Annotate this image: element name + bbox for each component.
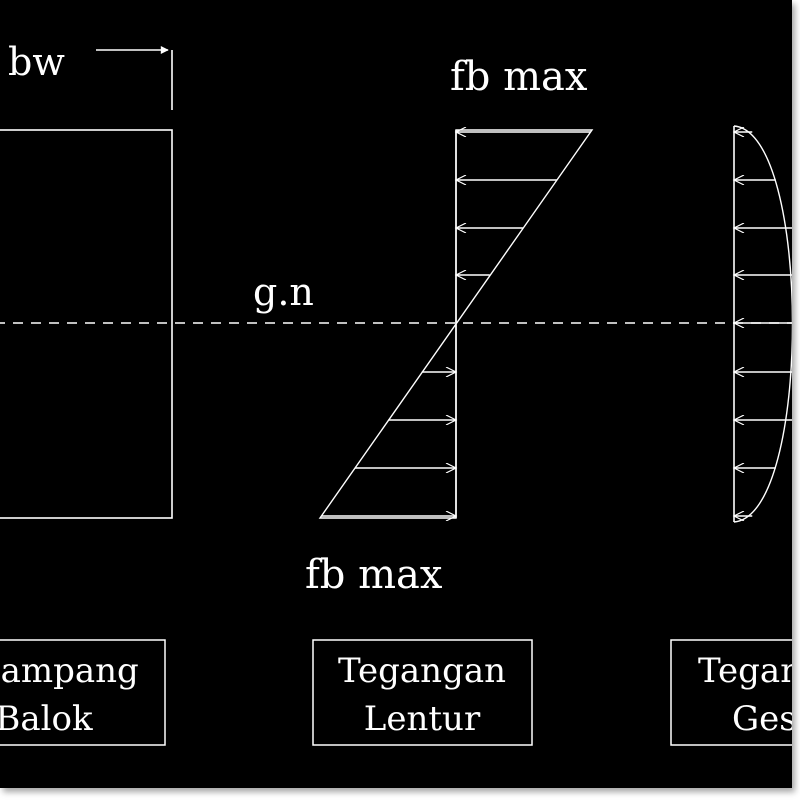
diagram-canvas: bw g.n fb max fb max Penampang xyxy=(0,0,792,788)
section-caption-box: Penampang Balok xyxy=(0,639,166,746)
fb-max-top-label: fb max xyxy=(450,54,588,100)
shear-caption-box: Tegangan Geser xyxy=(670,639,792,746)
shear-parabola xyxy=(733,125,792,523)
fb-max-bottom-label: fb max xyxy=(305,552,443,598)
section-caption-border xyxy=(0,639,166,746)
width-dimension xyxy=(96,46,173,110)
bending-caption-box: Tegangan Lentur xyxy=(312,639,533,746)
stress-diagram: bw g.n fb max fb max Penampang xyxy=(0,40,792,746)
bending-caption-border xyxy=(312,639,533,746)
width-label: bw xyxy=(8,40,65,84)
shear-caption-border xyxy=(670,639,792,746)
neutral-axis-label: g.n xyxy=(253,270,314,314)
shear-caption-line1: Tegangan xyxy=(698,651,792,691)
bending-caption-line2: Lentur xyxy=(364,699,481,739)
section-caption-line1: Penampang xyxy=(0,651,139,691)
bending-caption-line1: Tegangan xyxy=(338,651,506,691)
shear-caption-line2: Geser xyxy=(732,699,792,739)
bending-stress-diagram xyxy=(318,129,594,519)
beam-section-rect xyxy=(0,129,173,519)
shear-arrows xyxy=(735,132,792,516)
shear-stress-diagram xyxy=(733,125,792,523)
bending-arrows xyxy=(321,132,591,516)
bending-stress-triangles xyxy=(318,129,594,519)
section-caption-line2: Balok xyxy=(0,699,93,739)
